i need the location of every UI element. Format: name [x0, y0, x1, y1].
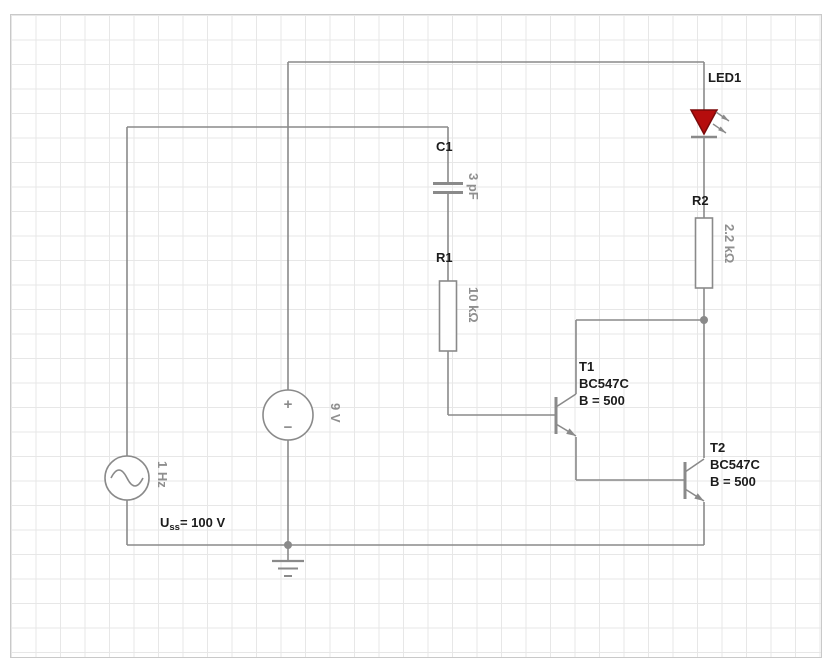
label-led1-name: LED1: [708, 70, 741, 85]
resistor-body: [438, 280, 458, 352]
led-light-arrows-icon: [712, 111, 730, 134]
led1[interactable]: [689, 109, 730, 139]
label-t1-part: BC547C: [579, 376, 629, 391]
grid-background: [10, 14, 822, 658]
transistor-t2[interactable]: [683, 458, 705, 502]
label-ac-voltage: Uss= 100 V: [160, 515, 225, 533]
collector-lead: [555, 393, 577, 408]
junction-dot: [284, 541, 292, 549]
ac-source[interactable]: [104, 455, 150, 501]
label-ac-frequency: 1 Hz: [155, 461, 170, 488]
labels: LED1 C1 3 pF R1 10 kΩ R2 2.2 kΩ 9 V 1 Hz…: [155, 70, 760, 533]
label-t1-name: T1: [579, 359, 594, 374]
label-dc-value: 9 V: [328, 403, 343, 423]
wire-net[interactable]: [126, 61, 705, 561]
resistor-body: [694, 217, 714, 289]
emitter-arrow: [566, 428, 576, 436]
resistor-r2[interactable]: [694, 217, 714, 289]
minus-sign: −: [284, 419, 293, 436]
label-r2-name: R2: [692, 193, 709, 208]
label-t2-gain: B = 500: [710, 474, 756, 489]
emitter-arrow: [694, 493, 704, 501]
resistor-r1[interactable]: [438, 280, 458, 352]
label-t1-gain: B = 500: [579, 393, 625, 408]
collector-lead: [684, 458, 705, 473]
label-c1-name: C1: [436, 139, 453, 154]
label-c1-value: 3 pF: [466, 173, 481, 200]
sine-wave-icon: [110, 469, 144, 487]
junction-dot: [700, 316, 708, 324]
label-t2-name: T2: [710, 440, 725, 455]
label-r1-name: R1: [436, 250, 453, 265]
transistor-t1[interactable]: [554, 393, 577, 437]
dc-source[interactable]: + −: [262, 389, 314, 441]
label-t2-part: BC547C: [710, 457, 760, 472]
dc-source-body: [262, 389, 314, 441]
ground-symbol[interactable]: [272, 559, 304, 577]
capacitor-c1[interactable]: [433, 182, 463, 194]
led-triangle: [689, 109, 719, 136]
label-r2-value: 2.2 kΩ: [722, 224, 737, 263]
label-r1-value: 10 kΩ: [466, 287, 481, 323]
plus-sign: +: [284, 396, 293, 413]
